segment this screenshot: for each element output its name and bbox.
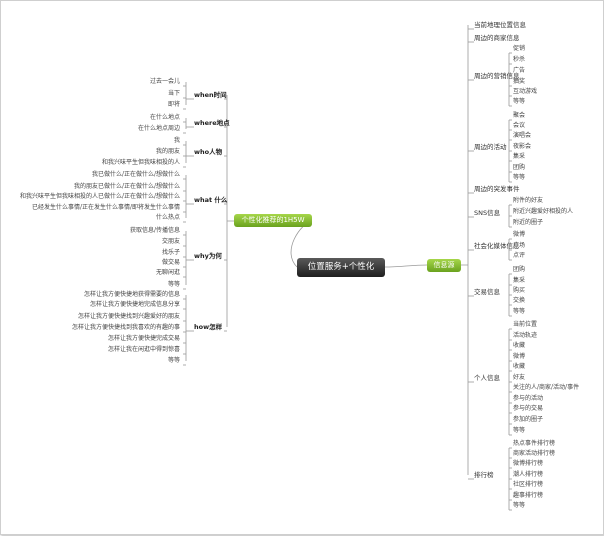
right-leaf[interactable]: 等等 [513, 98, 526, 105]
right-branch[interactable]: 周边的活动 [474, 143, 507, 151]
right-leaf[interactable]: 收藏 [513, 342, 526, 349]
left-leaf[interactable]: 获取信息/传播信息 [129, 227, 180, 234]
left-branch[interactable]: what 什么 [194, 196, 228, 204]
right-leaf[interactable]: 等等 [513, 308, 526, 315]
right-branch[interactable]: 周边的突发事件 [474, 185, 520, 193]
left-leaf[interactable]: 我已做什么/正在做什么/想做什么 [91, 171, 180, 178]
right-leaf[interactable]: 参加的圈子 [513, 416, 544, 423]
left-branch[interactable]: where地点 [194, 119, 230, 127]
left-leaf[interactable]: 已经发生什么事情/正在发生什么事情/即将发生什么事情 [31, 204, 180, 211]
right-leaf[interactable]: 当前位置 [513, 321, 538, 328]
left-leaf[interactable]: 等等 [167, 357, 180, 364]
right-leaf[interactable]: 好友 [513, 374, 526, 381]
right-leaf[interactable]: 关注的人/商家/活动/事件 [513, 384, 580, 391]
right-leaf[interactable]: 潮人排行榜 [513, 471, 544, 478]
right-leaf[interactable]: 交换 [513, 297, 526, 304]
right-branch[interactable]: SNS信息 [474, 209, 501, 217]
right-leaf[interactable]: 等等 [513, 502, 526, 509]
left-leaf[interactable]: 怎样让我方便快捷完成交易 [107, 335, 180, 342]
right-main-topic[interactable]: 信息源 [427, 259, 461, 272]
left-leaf[interactable]: 我的朋友已做什么/正在做什么/想做什么 [73, 183, 180, 190]
right-branch[interactable]: 个人信息 [474, 374, 500, 382]
right-leaf[interactable]: 等等 [513, 174, 526, 181]
right-leaf[interactable]: 广场 [513, 242, 526, 249]
right-leaf[interactable]: 社区排行榜 [513, 481, 544, 488]
central-topic[interactable]: 位置服务+个性化 [297, 258, 385, 277]
left-leaf[interactable]: 无聊闲逛 [155, 269, 180, 276]
right-leaf[interactable]: 促销 [513, 45, 526, 52]
right-leaf[interactable]: 参与的交易 [513, 405, 544, 412]
right-leaf[interactable]: 会议 [513, 122, 526, 129]
right-leaf[interactable]: 互动游戏 [513, 88, 538, 95]
left-leaf[interactable]: 我的朋友 [155, 148, 180, 155]
right-leaf[interactable]: 活动轨迹 [513, 332, 538, 339]
connector-line [226, 95, 234, 327]
right-branch[interactable]: 排行榜 [474, 471, 494, 479]
connector-line [384, 264, 428, 268]
right-branch[interactable]: 交易信息 [474, 288, 500, 296]
right-leaf[interactable]: 广告 [513, 67, 526, 74]
left-branch[interactable]: how怎样 [194, 323, 223, 331]
right-leaf[interactable]: 集采 [513, 153, 526, 160]
right-leaf[interactable]: 附近的圈子 [513, 219, 544, 226]
right-leaf[interactable]: 购买 [513, 287, 526, 294]
connector-line [461, 25, 469, 475]
right-branch[interactable]: 社会化媒体信息 [474, 242, 520, 250]
left-leaf[interactable]: 我 [173, 137, 180, 144]
right-leaf[interactable]: 微博排行榜 [513, 460, 544, 467]
left-branch[interactable]: who人物 [194, 148, 223, 156]
right-leaf[interactable]: 微博 [513, 231, 526, 238]
left-branch[interactable]: why为何 [194, 252, 222, 260]
left-leaf[interactable]: 和我兴味平生但我味相投的人 [101, 159, 180, 166]
left-leaf[interactable]: 怎样让我在闲逛中得到惊喜 [107, 346, 180, 353]
left-leaf[interactable]: 怎样让我方便快捷地获得需要的信息 [83, 291, 180, 298]
left-leaf[interactable]: 找乐子 [161, 249, 180, 256]
left-leaf[interactable]: 怎样让我方便快捷地完成信息分享 [89, 301, 180, 308]
right-branch[interactable]: 周边的营销信息 [474, 72, 520, 80]
left-branch[interactable]: when时间 [194, 91, 227, 99]
right-branch[interactable]: 当前地理位置信息 [474, 21, 526, 29]
right-leaf[interactable]: 团购 [513, 266, 526, 273]
left-leaf[interactable]: 过去一会儿 [149, 78, 180, 85]
right-leaf[interactable]: 附近兴趣爱好相投的人 [513, 208, 574, 215]
right-leaf[interactable]: 点评 [513, 252, 526, 259]
right-leaf[interactable]: 聚会 [513, 112, 526, 119]
left-leaf[interactable]: 即将 [167, 101, 180, 108]
right-leaf[interactable]: 抽奖 [513, 78, 526, 85]
left-leaf[interactable]: 在什么地点周边 [137, 125, 180, 132]
right-leaf[interactable]: 商家活动排行榜 [513, 450, 556, 457]
right-branch[interactable]: 周边的商家信息 [474, 34, 520, 42]
right-leaf[interactable]: 秒杀 [513, 56, 526, 63]
left-leaf[interactable]: 交朋友 [161, 238, 180, 245]
left-main-topic[interactable]: 个性化推荐的1H5W [234, 214, 312, 227]
right-leaf[interactable]: 集采 [513, 277, 526, 284]
left-leaf[interactable]: 怎样让我方便快捷找到我喜欢的有趣的事 [71, 324, 180, 331]
left-leaf[interactable]: 等等 [167, 281, 180, 288]
left-leaf[interactable]: 做交易 [161, 259, 180, 266]
right-leaf[interactable]: 附件的好友 [513, 197, 544, 204]
left-leaf[interactable]: 怎样让我方便快捷找到兴趣爱好的朋友 [77, 313, 180, 320]
right-leaf[interactable]: 参与的活动 [513, 395, 544, 402]
left-leaf[interactable]: 当下 [167, 90, 180, 97]
left-leaf[interactable]: 在什么地点 [149, 114, 180, 121]
right-leaf[interactable]: 演唱会 [513, 132, 532, 139]
right-leaf[interactable]: 团购 [513, 164, 526, 171]
right-leaf[interactable]: 微博 [513, 353, 526, 360]
right-leaf[interactable]: 趣事排行榜 [513, 492, 544, 499]
right-leaf[interactable]: 夜影会 [513, 143, 532, 150]
left-leaf[interactable]: 和我兴味平生但我味相投的人已做什么/正在做什么/想做什么 [19, 193, 180, 200]
right-leaf[interactable]: 等等 [513, 427, 526, 434]
right-leaf[interactable]: 收藏 [513, 363, 526, 370]
left-leaf[interactable]: 什么热点 [155, 214, 180, 221]
right-leaf[interactable]: 热点事件排行榜 [513, 440, 556, 447]
